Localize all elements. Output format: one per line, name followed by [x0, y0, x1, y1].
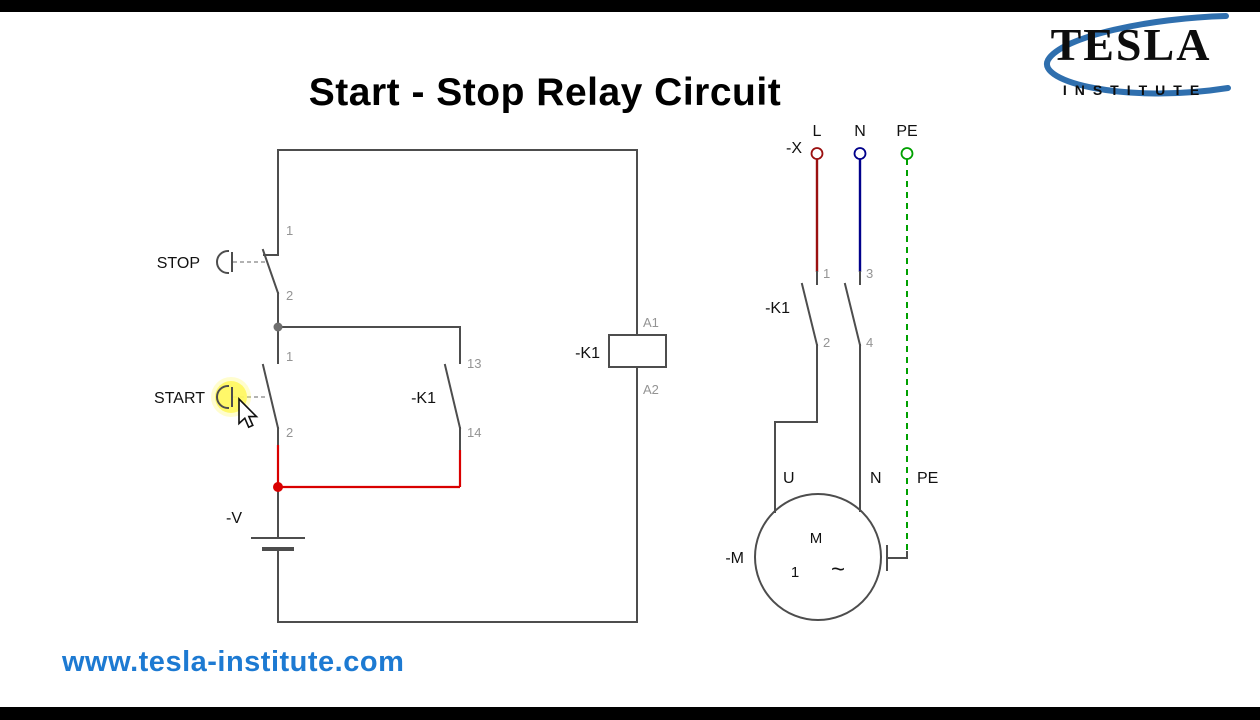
motor-pe-label: PE	[917, 470, 938, 487]
coil-terminal-a1: A1	[643, 315, 659, 330]
main-terminal-4: 4	[866, 335, 873, 350]
motor-phase-number: 1	[791, 564, 799, 581]
energized-red-wire	[276, 445, 462, 489]
coil-label: -K1	[575, 345, 600, 362]
aux-terminal-14: 14	[467, 425, 481, 440]
phase-pe-label: PE	[896, 123, 917, 140]
start-terminal-2: 2	[286, 425, 293, 440]
aux-terminal-13: 13	[467, 356, 481, 371]
motor-circle	[754, 493, 882, 621]
power-circuit: -X L N PE -K1 1 3 2 4 U N PE -M M 1 ~	[725, 123, 938, 621]
stop-terminal-2: 2	[286, 288, 293, 303]
motor-tag-label: -M	[725, 550, 744, 567]
logo-brand-text: TESLA	[1050, 19, 1212, 70]
motor-n-label: N	[870, 470, 882, 487]
main-terminal-2: 2	[823, 335, 830, 350]
terminal-pe-circle	[900, 147, 914, 160]
battery-label: -V	[226, 510, 242, 527]
motor-u-label: U	[783, 470, 795, 487]
terminal-l-circle	[810, 147, 824, 160]
stop-label: STOP	[157, 255, 200, 272]
website-link[interactable]: www.tesla-institute.com	[62, 646, 405, 678]
logo-swoosh-icon	[1044, 13, 1231, 97]
aux-contact-label: -K1	[411, 390, 436, 407]
stop-button-icon[interactable]	[216, 249, 233, 275]
control-wiring	[261, 149, 638, 623]
tesla-institute-logo: TESLA INSTITUTE	[1026, 10, 1236, 110]
phase-l-label: L	[813, 123, 822, 140]
top-black-bar	[0, 0, 1260, 12]
main-terminal-1: 1	[823, 266, 830, 281]
power-wiring	[774, 271, 908, 571]
terminal-n-circle	[853, 147, 867, 160]
actuator-dashed-links	[233, 261, 267, 398]
stop-terminal-1: 1	[286, 223, 293, 238]
junction-dot	[273, 322, 283, 332]
page-title: Start - Stop Relay Circuit	[308, 71, 782, 114]
coil-terminal-a2: A2	[643, 382, 659, 397]
mouse-cursor-icon	[238, 397, 259, 429]
relay-coil	[608, 334, 667, 368]
start-terminal-1: 1	[286, 349, 293, 364]
control-circuit: STOP 1 2 START 1 2 -K1 13 14 -K1 A1 A2 -…	[154, 149, 667, 623]
swoosh-curve	[1044, 13, 1231, 97]
junction-dot-red	[273, 482, 283, 492]
start-button-icon[interactable]	[216, 384, 233, 410]
start-label: START	[154, 390, 205, 407]
bottom-black-bar	[0, 707, 1260, 720]
motor-ac-wave-icon: ~	[831, 556, 845, 583]
phase-n-label: N	[854, 123, 866, 140]
motor-letter: M	[810, 530, 823, 547]
main-terminal-3: 3	[866, 266, 873, 281]
main-contact-label: -K1	[765, 300, 790, 317]
terminal-block-label: -X	[786, 140, 802, 157]
logo-subtitle-text: INSTITUTE	[1062, 82, 1208, 98]
